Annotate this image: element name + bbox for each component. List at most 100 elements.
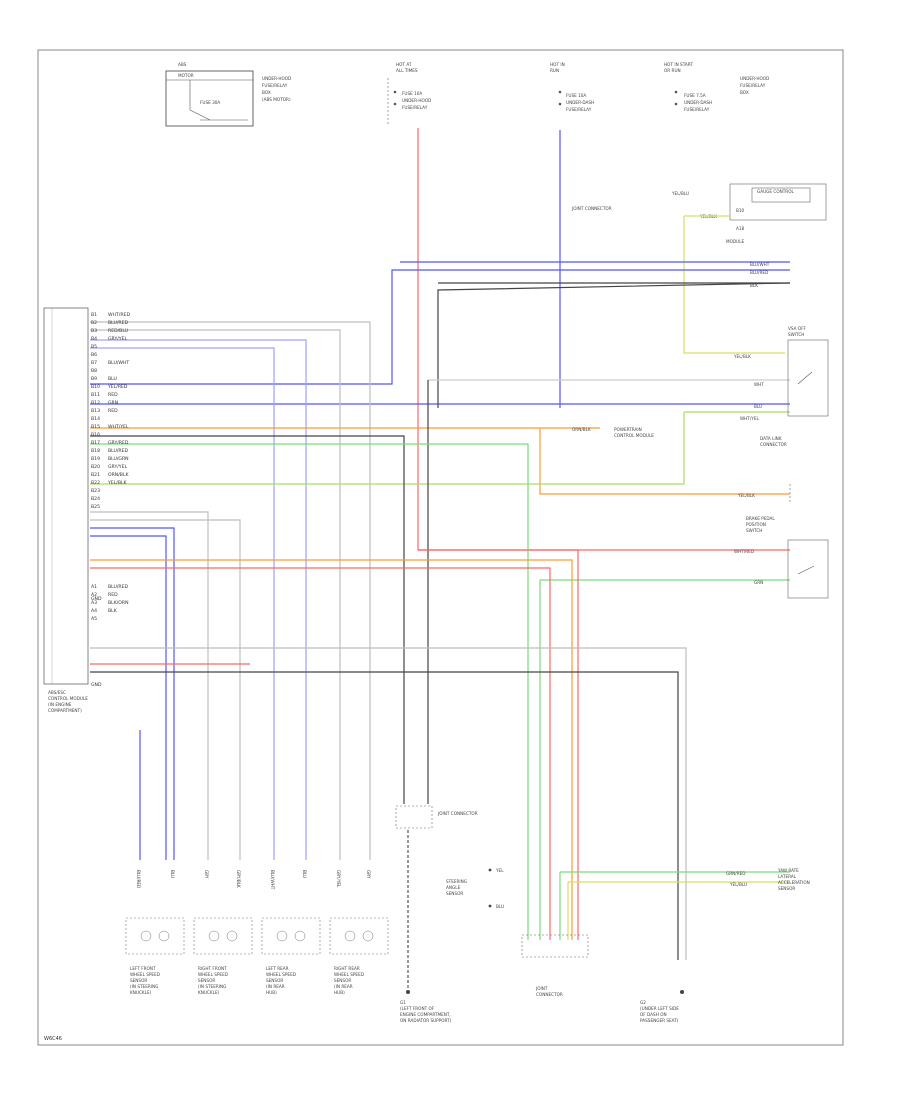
wire-gray-4 — [90, 347, 275, 860]
bottom-grounds: G1 (LEFT FRONT OF ENGINE COMPARTMENT, ON… — [400, 990, 684, 1023]
wheel-sensor-label: WHEEL SPEED — [266, 972, 296, 977]
sensor-wire-label: BLU — [302, 870, 307, 878]
jc3-label2: CONNECTOR — [536, 992, 563, 997]
gauge-line1: GAUGE CONTROL — [757, 189, 795, 194]
wheel-sensor-label: (IN STEERING — [130, 984, 158, 989]
wheel-sensor-label: (IN REAR — [266, 984, 285, 989]
abs-motor-fuse-box: ABS MOTOR FUSE 30A UNDER-HOOD FUSE/RELAY… — [165, 62, 291, 127]
top-box-side-1: UNDER-HOOD — [262, 76, 291, 81]
source2-line1: HOT IN — [550, 62, 565, 67]
wheel-sensor-box — [329, 917, 389, 955]
sensor-coil-icon — [276, 930, 288, 942]
steering-angle-sensor: STEERING ANGLE SENSOR YEL BLU — [446, 868, 504, 909]
pcm-line1: POWERTRAIN — [614, 427, 642, 432]
wire-green-yel2 — [90, 412, 685, 485]
source3-side2: FUSE/RELAY — [740, 83, 766, 88]
source3-side1: UNDER-HOOD — [740, 76, 769, 81]
module-pin-b5: B5 — [91, 344, 97, 350]
gauge-wire-label2: BLU/RED — [750, 270, 768, 275]
sensor-wire-label: GRY/BLK — [236, 870, 241, 888]
sensor-wire-label: GRY — [204, 870, 209, 879]
wire-blk-gauge — [437, 282, 791, 408]
module-wire-color: BLK — [108, 608, 118, 614]
wire-green-1 — [90, 443, 529, 940]
jc2-label: JOINT CONNECTOR — [571, 206, 612, 211]
module-pin-a2: A2 — [91, 592, 97, 598]
wire-gray-6 — [90, 519, 241, 860]
sensor-wire-label: BLU — [170, 870, 175, 878]
wire-a4 — [90, 671, 679, 960]
abs-label: ABS — [178, 62, 187, 67]
wire-blue-6 — [90, 535, 167, 860]
source2-fuse: FUSE 10A — [566, 93, 586, 98]
source-hot-in-start-or-run: HOT IN START OR RUN FUSE 7.5A UNDER-DASH… — [664, 62, 769, 112]
wheel-sensor-label: KNUCKLE) — [198, 990, 220, 995]
wheel-sensor-label: HUB) — [266, 990, 277, 995]
brake-wire1: WHT/RED — [734, 549, 754, 554]
brake-line1: BRAKE PEDAL — [746, 516, 775, 521]
wheel-sensor-label: HUB) — [334, 990, 345, 995]
module-wire-color: YEL/BLK — [107, 480, 128, 486]
sensor-coil-icon — [158, 930, 170, 942]
source1-line1: HOT AT — [396, 62, 412, 67]
brake-line3: SWITCH — [746, 528, 762, 533]
source1-note2: FUSE/RELAY — [402, 105, 428, 110]
wire-blu-wht — [90, 269, 790, 385]
wheel-sensor-label: (IN REAR — [334, 984, 353, 989]
sensor-wire-label: BLU/WHT — [270, 870, 275, 890]
joint-connectors: JOINT CONNECTOR JOINT CONNECTOR JOINT CO… — [395, 206, 612, 997]
gauge-wire-label3: BLK — [750, 283, 758, 288]
wheel-sensor-label: SENSOR — [334, 978, 351, 983]
module-pin-b23: B23 — [91, 488, 100, 494]
wheel-sensor-label: WHEEL SPEED — [334, 972, 364, 977]
module-wire-color: RED — [108, 392, 118, 398]
g1-line4: ON RADIATOR SUPPORT) — [400, 1018, 452, 1023]
gauge-control-module: GAUGE CONTROL MODULE B10 A18 YEL/BLU YEL… — [671, 183, 827, 244]
vsa-wire-blu: BLU — [754, 404, 762, 409]
module-wire-color: WHT/YEL — [108, 424, 129, 430]
vsa-wire-wht: WHT — [754, 382, 764, 387]
module-pin-b17: B17 — [91, 440, 100, 446]
wheel-sensor-box — [193, 917, 253, 955]
g2-line4: PASSENGER SEAT) — [640, 1018, 679, 1023]
module-wire-color: BLU/GRN — [108, 456, 129, 462]
wire-blk-jc1 — [90, 435, 405, 804]
module-label-4: COMPARTMENT) — [48, 708, 82, 713]
wheel-sensor-label: SENSOR — [130, 978, 147, 983]
module-wire-color: BLU — [108, 376, 117, 382]
brake-switch-box — [787, 539, 829, 599]
g2-line2: (UNDER LEFT SIDE — [640, 1006, 679, 1011]
sensor-coil-icon — [140, 930, 152, 942]
sas-line1: STEERING — [446, 879, 467, 884]
source3-note2: FUSE/RELAY — [684, 107, 710, 112]
module-pin-b12: B12 — [91, 400, 100, 406]
module-pin-b22: B22 — [91, 480, 100, 486]
pcm-line2: CONTROL MODULE — [614, 433, 654, 438]
g2-line3: OF DASH ON — [640, 1012, 667, 1017]
dlc-line2: CONNECTOR — [760, 442, 787, 447]
module-pin-b19: B19 — [91, 456, 100, 462]
module-wire-color: GRY/YEL — [108, 464, 128, 470]
module-gnd-label: GND — [91, 596, 102, 602]
g1-line2: (LEFT FRONT OF — [400, 1006, 435, 1011]
yaw-line3: ACCELERATION — [778, 880, 810, 885]
wheel-sensor-box — [125, 917, 185, 955]
module-pin-b6: B6 — [91, 352, 97, 358]
dlc-wire: YEL/BLK — [737, 493, 755, 498]
brake-line2: POSITION — [746, 522, 766, 527]
wheel-sensor-label: (IN STEERING — [198, 984, 226, 989]
module-wire-color: RED — [108, 408, 118, 414]
wheel-sensor-label: RIGHT REAR — [334, 966, 360, 971]
wire-a1 — [90, 647, 687, 960]
wire-blue-5 — [90, 527, 175, 860]
jc1-label: JOINT CONNECTOR — [437, 811, 478, 816]
wheel-sensor-label: KNUCKLE) — [130, 990, 152, 995]
wheel-sensor-label: SENSOR — [198, 978, 215, 983]
module-pin-b14: B14 — [91, 416, 100, 422]
module-pin-a4: A4 — [91, 608, 97, 614]
sensor-coil-icon — [344, 930, 356, 942]
wire-red-2 — [418, 549, 579, 940]
module-pin-a1: A1 — [91, 584, 97, 590]
wires — [90, 128, 791, 990]
